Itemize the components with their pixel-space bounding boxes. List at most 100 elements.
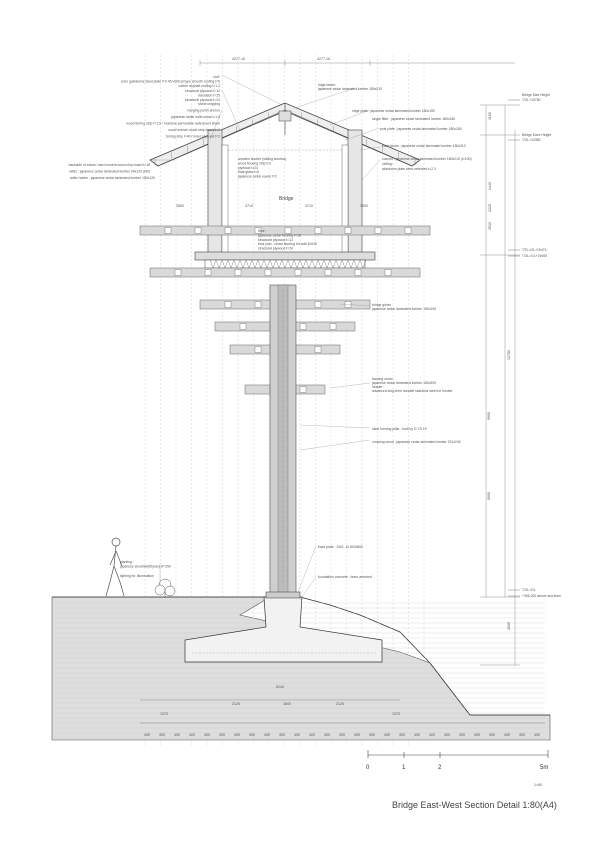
vertical-dim: 12780 xyxy=(507,350,511,360)
note-line: japanese cedar laminated lumber 180x150 xyxy=(371,307,436,311)
inner-dim: 1600 xyxy=(283,702,291,706)
room-label: Bridge xyxy=(279,196,294,202)
bottom-dim: 400 xyxy=(159,733,165,737)
note-line: wooden shutter (sliding window) xyxy=(238,157,286,161)
bottom-dim: 400 xyxy=(264,733,270,737)
bottom-dim: 400 xyxy=(294,733,300,737)
note-line: japanese cedar flooring t=15 xyxy=(257,233,301,237)
note-line: steel forming pillar : built by D-TS 19 xyxy=(372,427,427,431)
notes-left: roof:color galvalume steel plate t=0.45 … xyxy=(69,75,221,180)
bottom-dim: 400 xyxy=(279,733,285,737)
note-line: eave beam : japanese cedar laminated lum… xyxy=(382,144,466,148)
note-line: structural plywood t=12 xyxy=(185,89,220,93)
top-dim-left: 4277.16 xyxy=(232,57,245,61)
note-line: backside of eaves: hard cement wood chip… xyxy=(69,163,150,167)
bottom-dim: 400 xyxy=(219,733,225,737)
note-line: pole plate : japanese cedar laminated lu… xyxy=(380,127,462,131)
note-line: hanging purlin anchor xyxy=(187,109,220,113)
note-line: japanese cedar laminated lumber 180x300 xyxy=(371,381,436,385)
note-line: framing wood : xyxy=(372,377,394,381)
note-line: wood wrench wood strip board t=2 xyxy=(168,128,220,132)
vertical-dim: 1190 xyxy=(488,112,492,120)
bottom-dim: 400 xyxy=(489,733,495,737)
note-line: japanese cedar solid wood t=1.5 xyxy=(170,115,220,119)
level-value: ▽GL=GL xyxy=(522,588,536,592)
inner-dim: 3500 xyxy=(176,204,184,208)
bottom-dim: 400 xyxy=(189,733,195,737)
vertical-dim: 9900 xyxy=(487,412,491,420)
inner-dim: 2120 xyxy=(336,702,344,706)
note-line: floor joist : cedar flooring for wall 30… xyxy=(258,242,317,246)
note-line: plywood t=24 xyxy=(238,166,258,170)
note-line: wood furring strip t=1.5 / moisture perm… xyxy=(126,122,220,126)
note-line: structural plywood t=24 xyxy=(185,98,220,102)
inner-dim: 3500 xyxy=(360,204,368,208)
note-line: single fitter : japanese cedar laminated… xyxy=(372,117,455,121)
note-line: floor: xyxy=(258,229,266,233)
level-name: Bridge Max Height xyxy=(522,93,550,97)
drawing-title: Bridge East-West Section Detail 1:80(A4) xyxy=(392,800,557,810)
bottom-dim: 400 xyxy=(534,733,540,737)
bottom-dim: 400 xyxy=(354,733,360,737)
note-line: aluminum plate semi-reflected t=2.3 xyxy=(382,167,436,171)
bottom-dim: 400 xyxy=(234,733,240,737)
note-line: column : japanese cedar laminated lumber… xyxy=(382,157,472,161)
note-line: header : xyxy=(372,385,384,389)
planting-shrub xyxy=(154,578,176,598)
bottom-dim: 400 xyxy=(459,733,465,737)
bottom-dim: 400 xyxy=(204,733,210,737)
note-line: structural plywood t=12 xyxy=(258,238,293,242)
scale-label-1: 1 xyxy=(402,765,406,771)
note-line: lighting fix: illumination xyxy=(120,574,154,578)
bottom-dim: 400 xyxy=(174,733,180,737)
note-line: structural plywood t=24 xyxy=(258,247,293,251)
level-value: ▽GL+15780 xyxy=(522,98,541,102)
notes-ground: planting :japanese snowbell(Styrax) H=25… xyxy=(119,560,171,578)
note-line: bridge girder xyxy=(372,303,392,307)
scale-note: 1=80 xyxy=(534,783,542,787)
bottom-dim: 400 xyxy=(399,733,405,737)
note-line: wood flooring strip t=2 xyxy=(238,161,271,165)
inner-dim: 1370 xyxy=(392,712,400,716)
inner-dim: 3710 xyxy=(245,204,253,208)
bottom-dim: 400 xyxy=(249,733,255,737)
level-value: ▽FL=GL+19474 xyxy=(522,248,547,252)
note-line: crossing wood : japanese cedar laminated… xyxy=(372,440,461,444)
note-line: rafter : japanese cedar laminated lumber… xyxy=(69,170,150,174)
note-line: color galvalume steel plate t=0.45 Verti… xyxy=(121,80,220,84)
bottom-dim: 400 xyxy=(474,733,480,737)
level-value: +356,200 above sea level xyxy=(522,594,561,598)
bottom-dim: 400 xyxy=(519,733,525,737)
level-value: ▽GL=GL+19405 xyxy=(522,254,547,258)
human-figure xyxy=(105,537,125,597)
notes-center: floor:japanese cedar flooring t=15struct… xyxy=(237,157,317,251)
central-pillar xyxy=(269,284,297,596)
right-dimension-lines xyxy=(480,104,520,666)
top-dimension-lines xyxy=(199,60,515,66)
inner-dim: 1370 xyxy=(160,712,168,716)
scale-bar xyxy=(367,750,549,758)
bottom-dim: 400 xyxy=(384,733,390,737)
inner-dim: 2120 xyxy=(232,702,240,706)
bottom-dim: 400 xyxy=(144,733,150,737)
note-line: rafter holder : japanese cedar laminated… xyxy=(70,176,155,180)
vertical-dim: 3510 xyxy=(488,222,492,230)
scale-label-0: 0 xyxy=(366,765,370,771)
inner-dim: 5240 xyxy=(276,685,284,689)
note-line: foundation concrete : brine-arrested xyxy=(318,575,372,579)
bottom-dimension-lines xyxy=(140,699,545,724)
note-line: roof: xyxy=(213,75,220,79)
note-line: japanese cedar eaves t=2 xyxy=(237,175,277,179)
note-line: insulation t=25 xyxy=(198,93,220,97)
note-line: advanced long-term durable stainless ste… xyxy=(372,389,454,393)
bottom-dim: 400 xyxy=(429,733,435,737)
note-line: furring strip t=40 / inner plywood t=2 xyxy=(166,135,220,139)
foundation xyxy=(184,591,383,663)
annotation-leaders xyxy=(150,74,381,601)
level-name: Bridge Eave Height xyxy=(522,133,551,137)
vertical-dim: 2000 xyxy=(507,622,511,630)
note-line: stone chipping xyxy=(198,102,220,106)
